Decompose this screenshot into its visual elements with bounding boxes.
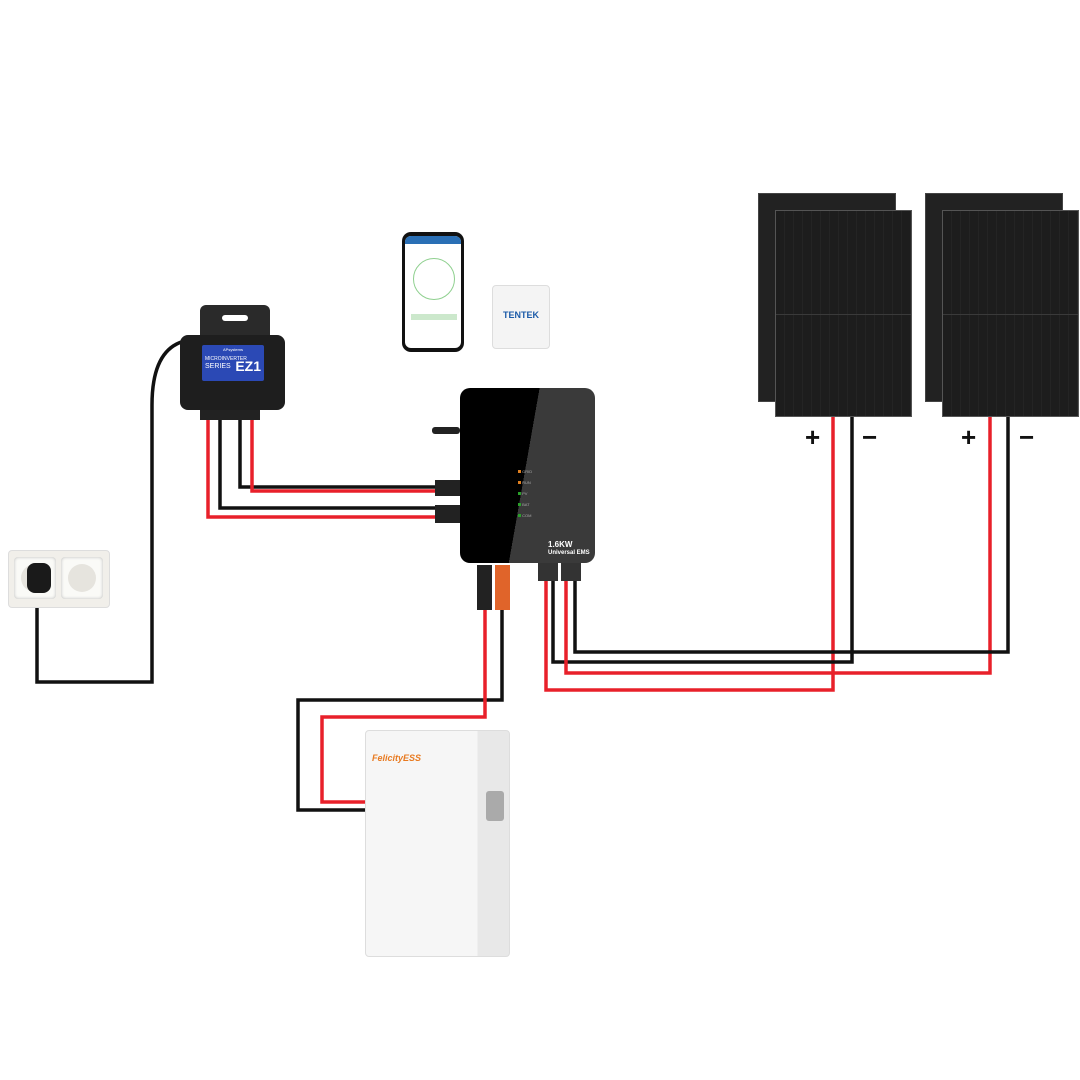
microinverter-series-1: MICROINVERTER xyxy=(205,356,247,362)
panel2-negative xyxy=(573,415,1010,654)
wall-socket xyxy=(8,550,110,608)
panel1-minus-label: − xyxy=(862,422,878,452)
panel1-plus-label: + xyxy=(805,422,821,452)
ems-power: 1.6KW xyxy=(548,540,573,549)
panel2-plus-label: + xyxy=(961,422,977,452)
battery-positive-connector xyxy=(495,565,510,610)
ac-plug-cable xyxy=(35,338,191,684)
microinverter: APsystems MICROINVERTER SERIES EZ1 xyxy=(180,305,285,410)
wifi-dongle: TENTEK xyxy=(492,285,550,349)
microinverter-series-2: SERIES xyxy=(205,363,231,370)
ems-subtitle: Universal EMS xyxy=(548,550,590,556)
battery-handle xyxy=(486,791,504,821)
pv-wire-1-negative xyxy=(218,415,445,510)
ems-controller: GRID RUN PV BAT COM 1.6KW Universal EMS xyxy=(460,388,595,563)
led-run: RUN xyxy=(518,477,532,488)
dongle-brand: TENTEK xyxy=(503,310,539,320)
led-bat: BAT xyxy=(518,499,532,510)
led-grid: GRID xyxy=(518,466,532,477)
battery-negative xyxy=(296,605,504,812)
pv-wire-2-positive xyxy=(250,415,445,493)
battery-positive xyxy=(320,605,487,804)
led-com: COM xyxy=(518,510,532,521)
panel2-positive xyxy=(564,415,992,675)
panel1-negative xyxy=(551,415,854,664)
antenna xyxy=(432,427,460,434)
battery-negative-connector xyxy=(477,565,492,610)
battery: FelicityESS xyxy=(365,730,510,957)
pv-wire-1-positive xyxy=(206,415,445,519)
microinverter-brand: APsystems xyxy=(222,347,243,352)
smartphone-app xyxy=(402,232,464,352)
panel2-minus-label: − xyxy=(1019,422,1035,452)
solar-panel-2 xyxy=(942,210,1079,417)
panel1-positive xyxy=(544,415,835,692)
connectors xyxy=(200,405,581,610)
pv-wire-2-negative xyxy=(238,415,445,489)
battery-brand: FelicityESS xyxy=(372,753,422,763)
microinverter-model: EZ1 xyxy=(235,358,261,374)
solar-panel-1 xyxy=(775,210,912,417)
led-pv: PV xyxy=(518,488,532,499)
plug xyxy=(27,563,51,593)
